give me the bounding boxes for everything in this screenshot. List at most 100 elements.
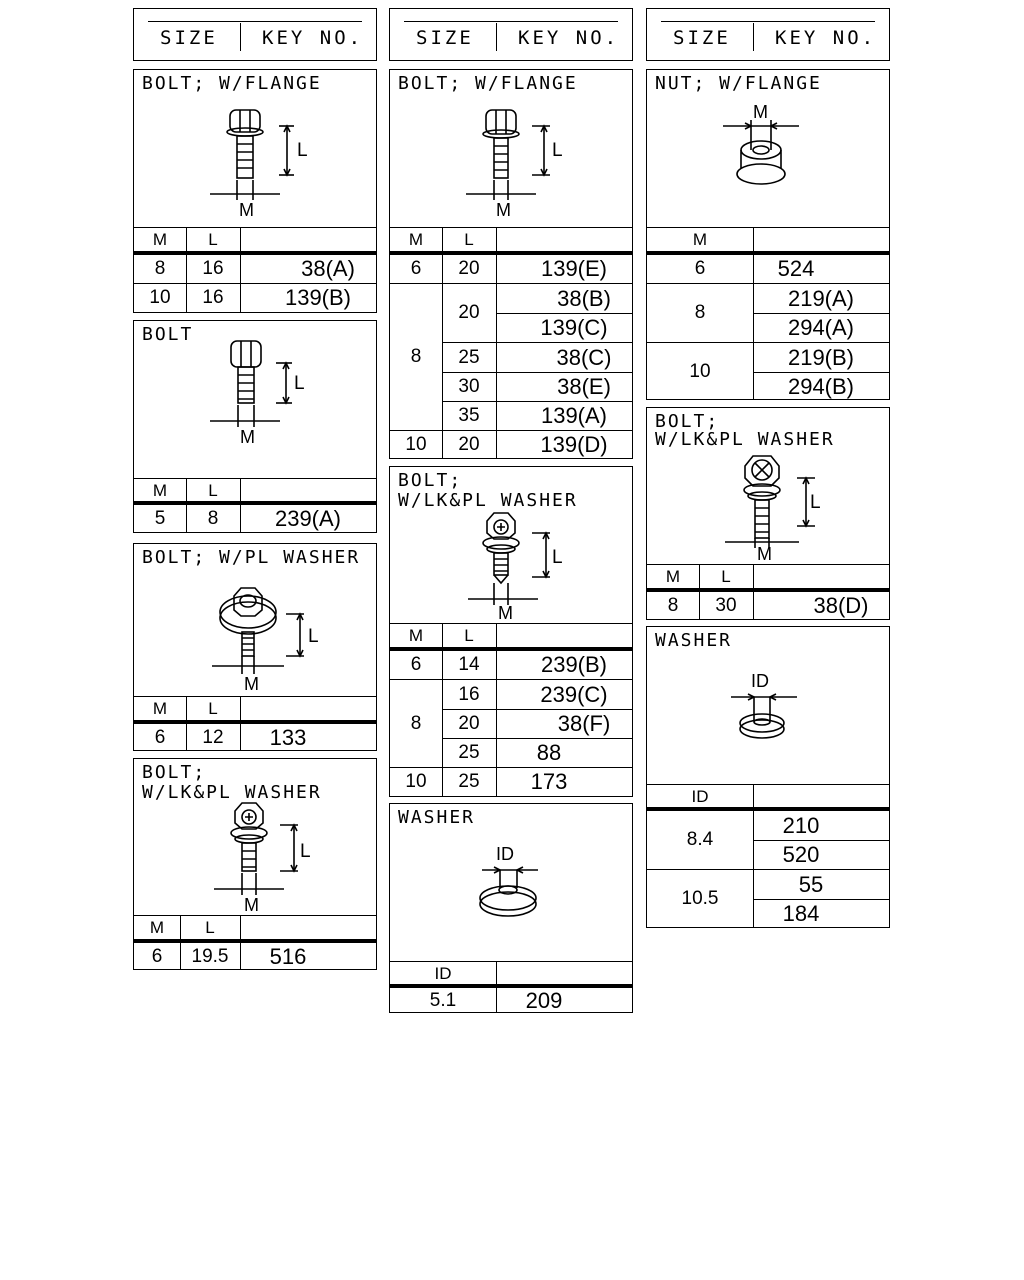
cell-m: 6 (151, 945, 163, 967)
bolt-lkpl-washer-icon: L M (468, 512, 563, 623)
header-key-no: KEY NO. (775, 27, 877, 49)
cell-l: 16 (202, 258, 224, 279)
cell-m: 10 (405, 434, 427, 455)
header-size: SIZE (160, 27, 218, 49)
cell-key: 139(A) (540, 403, 608, 428)
cell-l: 20 (458, 434, 480, 455)
dim-m-label: M (244, 895, 259, 915)
dim-l-label: L (308, 626, 319, 647)
cell-l: 8 (207, 508, 219, 529)
panel-title: WASHER (655, 630, 733, 651)
col-header-l: L (205, 918, 215, 937)
cell-id: 5.1 (429, 989, 457, 1011)
washer-icon: ID (731, 671, 797, 739)
bolt-flange-icon: L M (466, 109, 563, 220)
header-size: SIZE (416, 27, 474, 49)
panel-title-line1: BOLT; (142, 762, 207, 783)
cell-id: 8.4 (686, 829, 714, 850)
panel-title-line2: W/LK&PL WASHER (398, 490, 578, 511)
table-row: 10 25 173 (390, 768, 632, 796)
cell-key: 38(C) (556, 344, 612, 370)
bolt-icon: L M (210, 340, 305, 447)
dim-m-label: M (239, 200, 254, 220)
cell-key: 219(B) (787, 344, 855, 370)
cell-key: 88 (536, 740, 562, 765)
panel-title-line1: BOLT; (398, 470, 463, 491)
col-header-l: L (208, 481, 218, 500)
cell-l: 35 (458, 405, 480, 426)
table-row: 6 524 (647, 255, 889, 283)
col-header-l: L (721, 567, 731, 586)
header-col1: SIZE KEY NO. (133, 8, 377, 61)
panel-title: BOLT (142, 324, 194, 345)
cell-key: 38(E) (557, 374, 611, 399)
dim-l-label: L (297, 140, 308, 161)
panel-bolt-lkpl-washer-col1: BOLT; W/LK&PL WASHER L M M L 6 19.5 516 (133, 758, 377, 970)
header-key-no: KEY NO. (262, 27, 364, 49)
bolt-lkpl-washer-icon: L M (725, 455, 821, 564)
cell-m: 6 (154, 726, 166, 748)
dim-m-label: M (496, 200, 511, 220)
panel-bolt-flange-col2: BOLT; W/FLANGE L M M L 6 20 139(E) 8 20 … (389, 69, 633, 459)
cell-m: 8 (410, 712, 422, 734)
col-header-m: M (152, 481, 168, 500)
dim-l-label: L (300, 841, 311, 862)
table-row: 6 14 239(B) (390, 651, 632, 679)
cell-key: 38(A) (301, 256, 355, 281)
dim-m-label: M (240, 427, 255, 447)
cell-l: 30 (458, 376, 480, 397)
dim-l-label: L (294, 373, 305, 394)
cell-key: 173 (530, 769, 568, 794)
cell-key: 239(B) (540, 652, 608, 677)
col-header-m: M (149, 918, 165, 937)
cell-key: 210 (782, 812, 820, 838)
col-header-m: M (665, 567, 681, 586)
panel-bolt-col1: BOLT L M M L 5 8 239(A) (133, 320, 377, 533)
cell-key: 516 (269, 943, 307, 969)
col-header-m: M (408, 626, 424, 645)
cell-key: 38(F) (557, 711, 611, 736)
header-size: SIZE (673, 27, 731, 49)
panel-nut-flange-col3: NUT; W/FLANGE M M 6 524 8 219(A) 294(A) … (646, 69, 890, 400)
cell-l: 30 (715, 595, 737, 616)
col-header-m: M (692, 230, 708, 249)
panel-bolt-lkpl-washer-col2: BOLT; W/LK&PL WASHER L M M L 6 14 239(B) (389, 466, 633, 797)
cell-l: 25 (458, 742, 480, 763)
cell-key: 209 (525, 987, 563, 1013)
table-row: 6 12 133 (134, 724, 376, 751)
bolt-flange-icon: L M (210, 109, 308, 220)
cell-key: 524 (777, 256, 815, 281)
cell-m: 10 (149, 287, 171, 308)
cell-l: 20 (458, 258, 480, 279)
table-row: 10 16 139(B) (134, 284, 376, 312)
dim-l-label: L (552, 140, 563, 161)
cell-l: 14 (458, 654, 480, 675)
panel-title: WASHER (398, 807, 476, 828)
cell-m: 8 (410, 346, 422, 367)
cell-l: 16 (458, 683, 480, 705)
cell-l: 19.5 (191, 945, 229, 967)
cell-key: 294(B) (787, 373, 855, 399)
cell-m: 8 (667, 595, 679, 616)
cell-m: 8 (154, 258, 166, 279)
cell-l: 20 (458, 713, 480, 734)
cell-m: 6 (410, 258, 422, 279)
panel-title: NUT; W/FLANGE (655, 73, 822, 94)
cell-m: 6 (410, 654, 422, 675)
header-col3: SIZE KEY NO. (646, 8, 890, 61)
dim-m-label: M (753, 102, 768, 122)
cell-key: 38(D) (813, 593, 869, 618)
cell-m: 10 (405, 771, 427, 792)
table-row: 6 19.5 516 (134, 943, 376, 970)
dim-m-label: M (244, 674, 259, 694)
cell-l: 25 (458, 771, 480, 792)
dim-l-label: L (552, 547, 563, 568)
col-header-l: L (208, 699, 218, 718)
cell-key: 38(B) (557, 285, 611, 311)
cell-key: 139(B) (284, 285, 352, 310)
cell-key: 239(A) (274, 506, 342, 531)
panel-title-line2: W/LK&PL WASHER (142, 782, 322, 803)
cell-key: 219(A) (787, 285, 855, 311)
dim-m-label: M (498, 603, 513, 623)
dim-m-label: M (757, 544, 772, 564)
